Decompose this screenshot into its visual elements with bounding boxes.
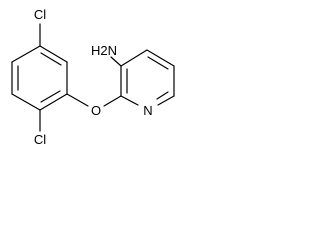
pyridine-nitrogen-label: N — [143, 103, 152, 118]
chlorine-bottom-label: Cl — [34, 132, 46, 147]
ring-double-bond — [40, 90, 61, 103]
ring-bond — [11, 45, 41, 63]
ring-bond — [120, 49, 148, 67]
ether-bond-right — [103, 95, 122, 107]
ring-bond — [157, 95, 175, 106]
chlorine-top-label: Cl — [34, 7, 46, 22]
ring-bond — [39, 45, 68, 63]
ring-bond — [39, 93, 68, 111]
ring-double-bond — [40, 52, 62, 66]
amine-bond — [110, 56, 122, 67]
amine-label: H2N — [91, 43, 117, 58]
dichlorophenyl-ring — [11, 45, 68, 111]
ring-bond — [120, 95, 139, 106]
ring-double-bond — [147, 56, 169, 70]
ether-bond-left — [66, 93, 89, 107]
chemical-structure-diagram: Cl Cl H2N O N — [11, 7, 175, 147]
ring-double-bond — [156, 91, 169, 100]
ether-oxygen-label: O — [91, 103, 101, 118]
pyridine-ring — [120, 49, 175, 106]
ring-bond — [11, 93, 41, 111]
ring-bond — [146, 49, 175, 67]
